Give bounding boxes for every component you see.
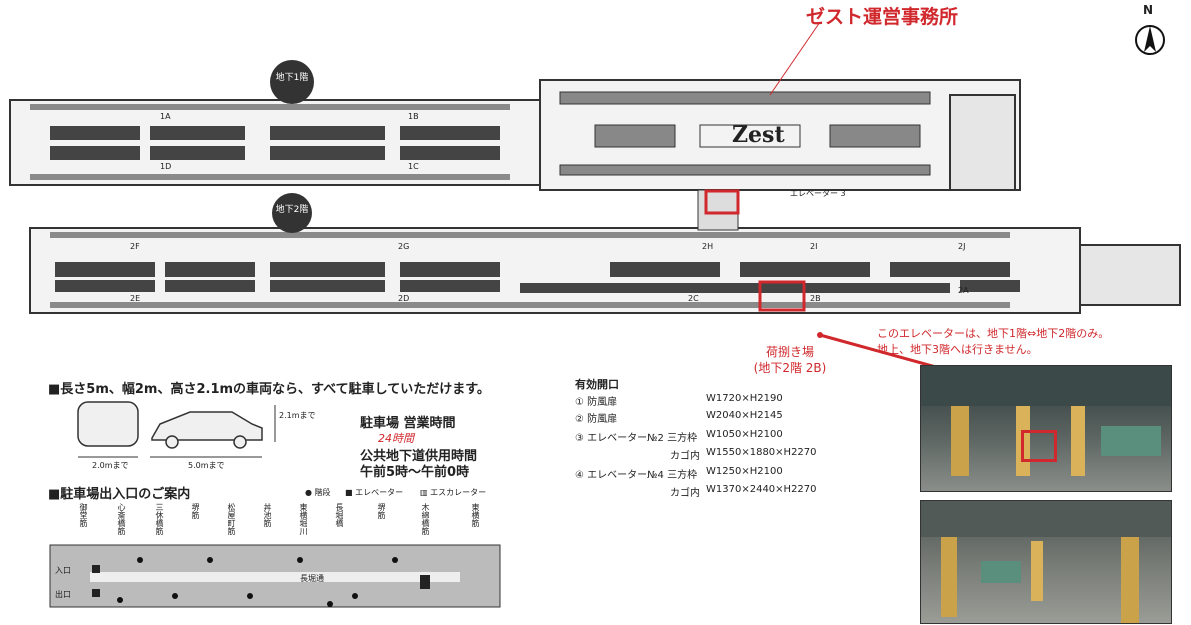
zone-2b: 2B bbox=[810, 294, 821, 303]
street-label: 東横堀川 bbox=[299, 503, 308, 535]
legend-stairs: ● 階段 bbox=[305, 488, 331, 497]
opening-size: W2040×H2145 bbox=[706, 410, 783, 421]
zone-2e: 2E bbox=[130, 294, 141, 303]
opening-row: ④ エレベーター№4 三方枠 bbox=[575, 470, 698, 481]
street-label: 東横筋 bbox=[471, 503, 480, 527]
entrance-guide-title: ■駐車場出入口のご案内 bbox=[48, 487, 191, 502]
zone-2i: 2I bbox=[810, 242, 818, 251]
parking-photo bbox=[920, 500, 1172, 624]
elevator-note-line1: このエレベーターは、地下1階⇔地下2階のみ。 bbox=[877, 327, 1110, 340]
public-label: 公共地下道供用時間 bbox=[360, 449, 478, 464]
opening-row: ② 防風扉 bbox=[575, 414, 618, 425]
street-label: 長堀橋 bbox=[335, 503, 344, 527]
vehicle-note: ■長さ5m、幅2m、高さ2.1mの車両なら、すべて駐車していただけます。 bbox=[48, 382, 490, 397]
hours-title: 駐車場 営業時間 bbox=[360, 416, 456, 431]
opening-type: カゴ内 bbox=[670, 451, 700, 462]
zone-2a: 2A bbox=[958, 286, 969, 295]
opening-size: W1720×H2190 bbox=[706, 393, 783, 404]
street-label: 御堂筋 bbox=[79, 503, 88, 527]
street-label: 堺筋 bbox=[191, 503, 200, 519]
b1-badge: 地下1階 bbox=[275, 73, 309, 83]
office-title: ゼスト運営事務所 bbox=[806, 6, 959, 28]
zone-1d: 1D bbox=[160, 162, 172, 171]
opening-size: W1550×1880×H2270 bbox=[706, 447, 817, 458]
legend-escalator: ▥ エスカレーター bbox=[420, 488, 487, 497]
dim-height: 2.1mまで bbox=[279, 411, 316, 420]
street-label: 松屋町筋 bbox=[227, 503, 236, 535]
dim-width: 2.0mまで bbox=[92, 461, 129, 470]
entrance-in-label: 入口 bbox=[55, 566, 71, 575]
zone-2g: 2G bbox=[398, 242, 410, 251]
loading-area-label: 荷捌き場 bbox=[765, 345, 814, 359]
opening-type: カゴ内 bbox=[670, 488, 700, 499]
openings-title: 有効開口 bbox=[575, 378, 619, 391]
loading-area-sub: (地下2階 2B) bbox=[753, 361, 827, 375]
street-label: 丼池筋 bbox=[263, 503, 272, 527]
zest-logo: Zest bbox=[732, 122, 785, 148]
hours-handwritten: 24時間 bbox=[378, 432, 414, 445]
zone-1c: 1C bbox=[408, 162, 419, 171]
zone-2j: 2J bbox=[958, 242, 966, 251]
opening-row: ③ エレベーター№2 三方枠 bbox=[575, 433, 698, 444]
street-label: 三休橋筋 bbox=[155, 503, 164, 535]
entrance-out-label: 出口 bbox=[55, 590, 71, 599]
zone-2c: 2C bbox=[688, 294, 699, 303]
zone-1b: 1B bbox=[408, 112, 419, 121]
opening-size: W1370×2440×H2270 bbox=[706, 484, 817, 495]
public-time: 午前5時～午前0時 bbox=[360, 465, 470, 480]
elevator-photo bbox=[920, 365, 1172, 492]
zone-2f: 2F bbox=[130, 242, 140, 251]
opening-size: W1250×H2100 bbox=[706, 466, 783, 477]
zone-2d: 2D bbox=[398, 294, 410, 303]
street-label: 心斎橋筋 bbox=[117, 503, 126, 535]
street-label: 木綿橋筋 bbox=[421, 503, 430, 535]
legend-elevator: ■ エレベーター bbox=[345, 488, 404, 497]
opening-row: ① 防風扉 bbox=[575, 397, 618, 408]
dim-length: 5.0mまで bbox=[188, 461, 225, 470]
zone-1a: 1A bbox=[160, 112, 171, 121]
elevator-label: エレベーター 3 bbox=[790, 189, 846, 198]
b2-badge: 地下2階 bbox=[275, 205, 309, 215]
opening-size: W1050×H2100 bbox=[706, 429, 783, 440]
north-label: N bbox=[1143, 3, 1154, 17]
elevator-note-line2: 地上、地下3階へは行きません。 bbox=[877, 343, 1038, 356]
road-label: 長堀通 bbox=[300, 574, 324, 583]
zone-2h: 2H bbox=[702, 242, 714, 251]
street-label: 堺筋 bbox=[377, 503, 386, 519]
